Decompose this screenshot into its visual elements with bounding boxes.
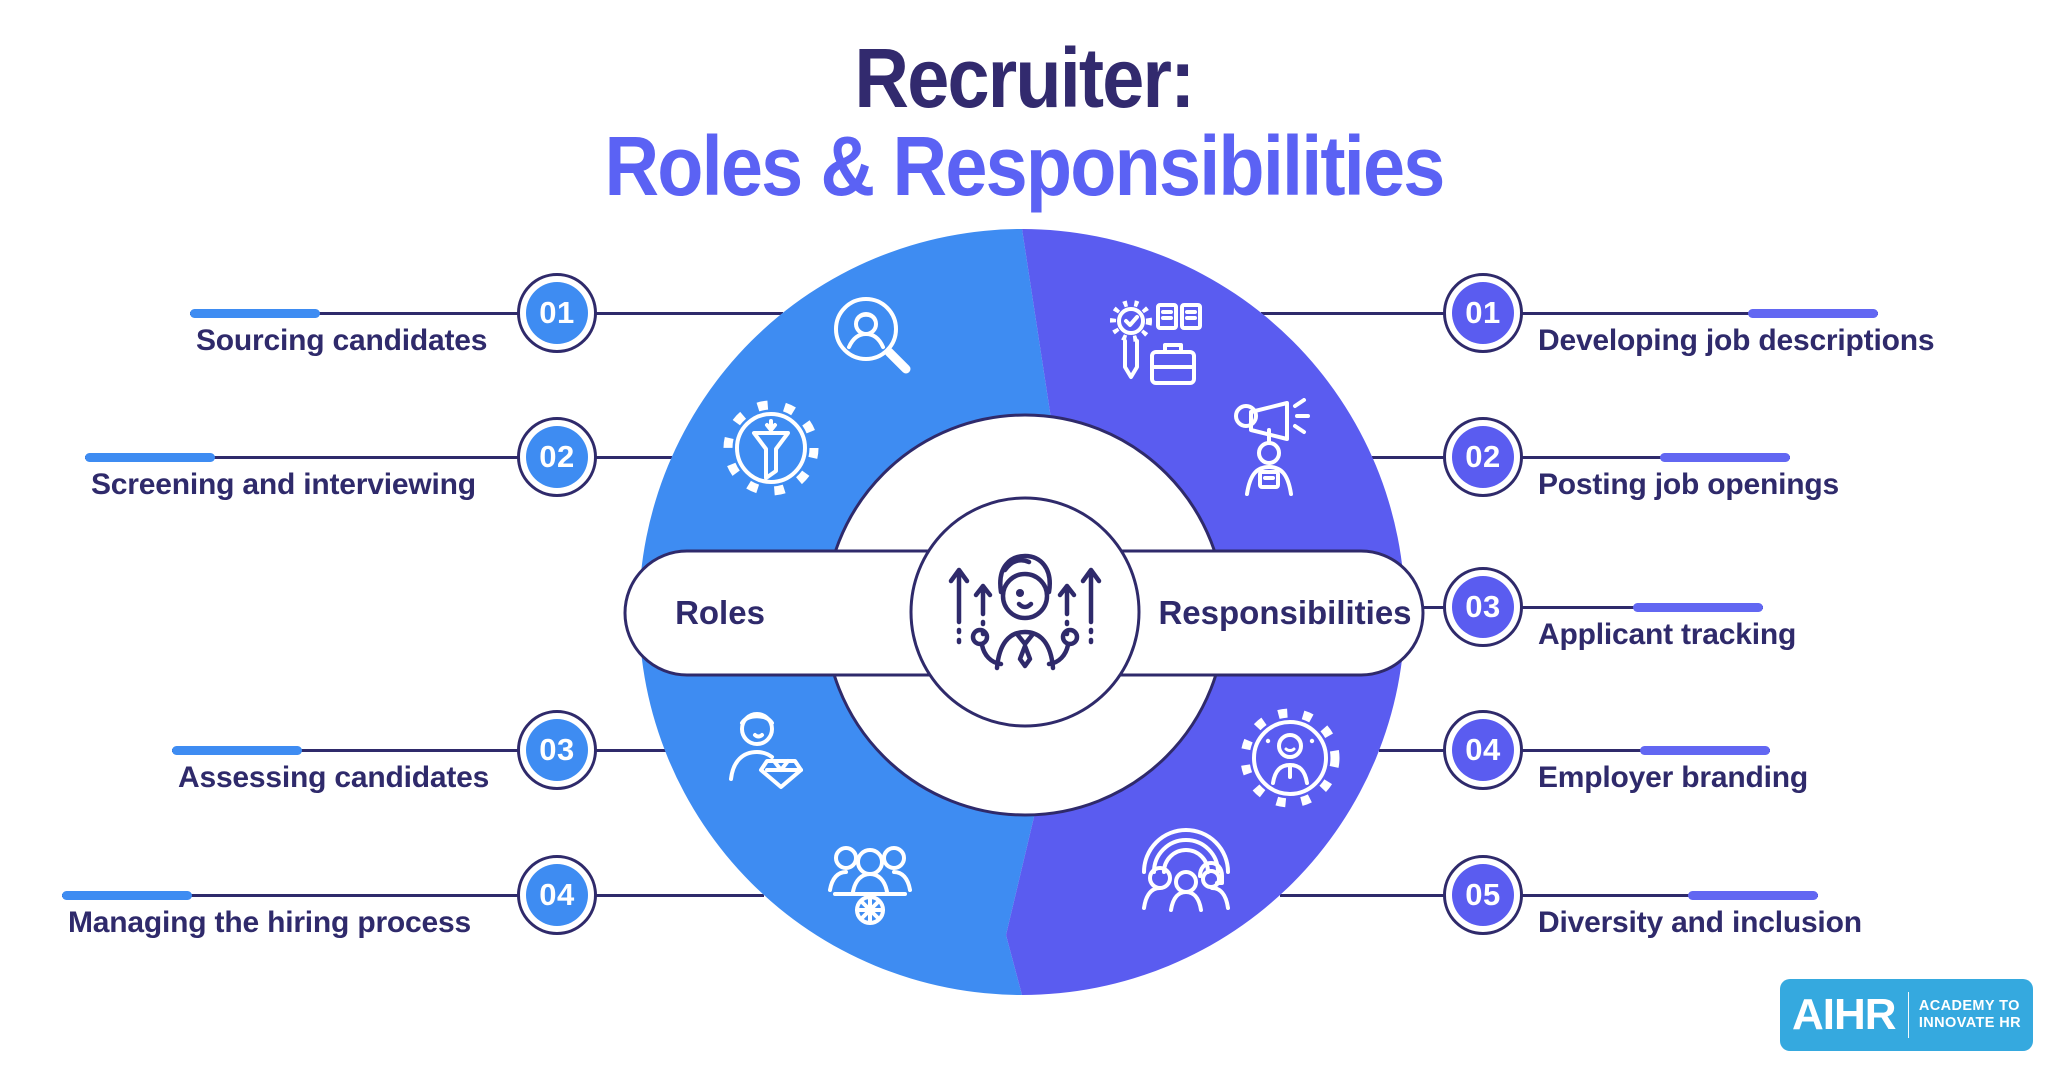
- accent-bar: [62, 891, 192, 900]
- title-line-1: Recruiter:: [854, 31, 1195, 125]
- step-number: 01: [1452, 282, 1514, 344]
- item-label: Screening and interviewing: [91, 468, 476, 501]
- step-number: 03: [526, 719, 588, 781]
- connector-line: [172, 749, 668, 752]
- diversity-group-icon: [1142, 828, 1230, 912]
- logo-tagline-line-2: INNOVATE HR: [1918, 1015, 2021, 1031]
- step-badge: 04: [1443, 710, 1523, 790]
- accent-bar: [85, 453, 215, 462]
- step-badge: 03: [517, 710, 597, 790]
- roles-label: Roles: [675, 594, 765, 631]
- connector-line: [1423, 606, 1763, 609]
- accent-bar: [172, 746, 302, 755]
- aihr-logo: AIHR ACADEMY TO INNOVATE HR: [1780, 979, 2033, 1051]
- connector-line: [62, 894, 764, 897]
- logo-divider: [1907, 992, 1909, 1038]
- megaphone-person-icon: [1234, 398, 1310, 496]
- step-number: 04: [1452, 719, 1514, 781]
- person-gear-icon: [1240, 708, 1340, 808]
- step-badge: 03: [1443, 567, 1523, 647]
- item-label: Managing the hiring process: [68, 906, 471, 939]
- item-label: Employer branding: [1538, 761, 1808, 794]
- connector-line: [1280, 894, 1818, 897]
- connector-line: [1261, 312, 1878, 315]
- step-number: 03: [1452, 576, 1514, 638]
- accent-bar: [190, 309, 320, 318]
- responsibilities-label: Responsibilities: [1158, 594, 1412, 631]
- badge-briefcase-icon: [1110, 300, 1202, 385]
- connector-line: [190, 312, 783, 315]
- step-badge: 01: [1443, 273, 1523, 353]
- logo-tagline: ACADEMY TO INNOVATE HR: [1919, 998, 2021, 1032]
- item-label: Posting job openings: [1538, 468, 1839, 501]
- step-badge: 02: [517, 417, 597, 497]
- title-line-2: Roles & Responsibilities: [604, 119, 1445, 213]
- item-label: Applicant tracking: [1538, 618, 1797, 651]
- center-circle: [909, 496, 1141, 728]
- item-label: Sourcing candidates: [196, 324, 488, 357]
- step-badge: 04: [517, 855, 597, 935]
- accent-bar: [1748, 309, 1878, 318]
- accent-bar: [1660, 453, 1790, 462]
- step-badge: 02: [1443, 417, 1523, 497]
- funnel-gear-icon: [723, 400, 819, 496]
- accent-bar: [1640, 746, 1770, 755]
- accent-bar: [1688, 891, 1818, 900]
- logo-brand: AIHR: [1792, 990, 1897, 1039]
- step-badge: 01: [517, 273, 597, 353]
- step-number: 04: [526, 864, 588, 926]
- accent-bar: [1633, 603, 1763, 612]
- item-label: Diversity and inclusion: [1538, 906, 1862, 939]
- item-label: Developing job descriptions: [1538, 324, 1935, 357]
- connector-line: [1372, 456, 1790, 459]
- person-diamond-icon: [729, 712, 803, 789]
- connector-line: [1379, 749, 1770, 752]
- step-number: 01: [526, 282, 588, 344]
- connector-line: [85, 456, 672, 459]
- step-badge: 05: [1443, 855, 1523, 935]
- logo-tagline-line-1: ACADEMY TO: [1918, 998, 2020, 1014]
- item-label: Assessing candidates: [178, 761, 490, 794]
- page-title: Recruiter: Roles & Responsibilities: [0, 34, 2048, 210]
- team-gear-icon: [828, 846, 912, 925]
- step-number: 05: [1452, 864, 1514, 926]
- person-search-icon: [834, 297, 911, 374]
- step-number: 02: [526, 426, 588, 488]
- step-number: 02: [1452, 426, 1514, 488]
- person-growth-arrows-icon: [948, 553, 1102, 671]
